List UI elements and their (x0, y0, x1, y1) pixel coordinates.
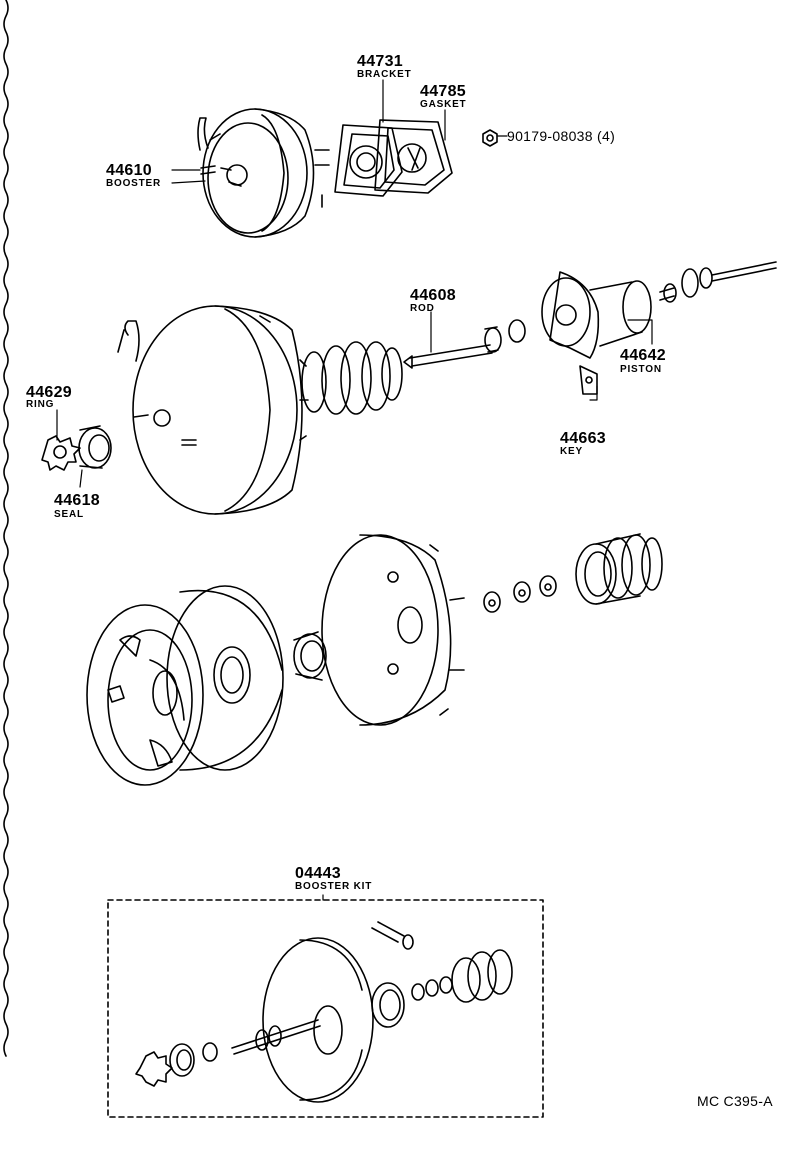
bracket-shape (335, 125, 402, 196)
push-rod (404, 320, 525, 368)
part-name-key: KEY (560, 446, 583, 457)
part-name-booster: BOOSTER (106, 178, 162, 189)
part-number-44785: 44785 (420, 83, 466, 100)
part-name-booster-kit: BOOSTER KIT (295, 881, 373, 892)
booster-shell-middle (118, 306, 308, 514)
reaction-discs (484, 576, 556, 612)
return-spring (302, 342, 402, 414)
part-name-rod: ROD (410, 303, 435, 314)
part-name-ring: RING (26, 399, 55, 410)
front-shell-lower (87, 605, 203, 785)
part-number-44608: 44608 (410, 287, 456, 304)
part-number-44610: 44610 (106, 162, 152, 179)
rear-shell-lower (322, 535, 464, 725)
figure-reference: MC C395-A (697, 1093, 773, 1109)
nut-part-number: 90179-08038 (507, 128, 593, 144)
seal-shape (79, 426, 111, 468)
part-number-04443: 04443 (295, 865, 341, 882)
part-number-44663: 44663 (560, 430, 606, 447)
part-name-piston: PISTON (620, 364, 662, 375)
gasket-shape (375, 120, 452, 193)
piston-shape (542, 262, 776, 358)
part-number-44629: 44629 (26, 384, 72, 401)
part-name-gasket: GASKET (420, 99, 467, 110)
booster-assembly-top (198, 109, 329, 237)
diaphragm-seal (294, 632, 326, 680)
nut-quantity: (4) (597, 128, 616, 144)
part-number-44731: 44731 (357, 53, 403, 70)
part-number-90179-08038: 90179-08038 (4) (507, 129, 615, 143)
key-shape (580, 366, 597, 394)
nut-shape (483, 130, 497, 146)
booster-kit-box (108, 900, 543, 1117)
leader-lines (57, 80, 652, 900)
part-number-44642: 44642 (620, 347, 666, 364)
kit-contents (136, 922, 512, 1102)
ring-shape (42, 436, 80, 470)
part-name-bracket: BRACKET (357, 69, 412, 80)
part-name-seal: SEAL (54, 509, 84, 520)
piston-cups (576, 534, 662, 604)
diaphragm-plate (167, 586, 283, 770)
part-number-44618: 44618 (54, 492, 100, 509)
torn-page-edge (4, 0, 8, 1056)
